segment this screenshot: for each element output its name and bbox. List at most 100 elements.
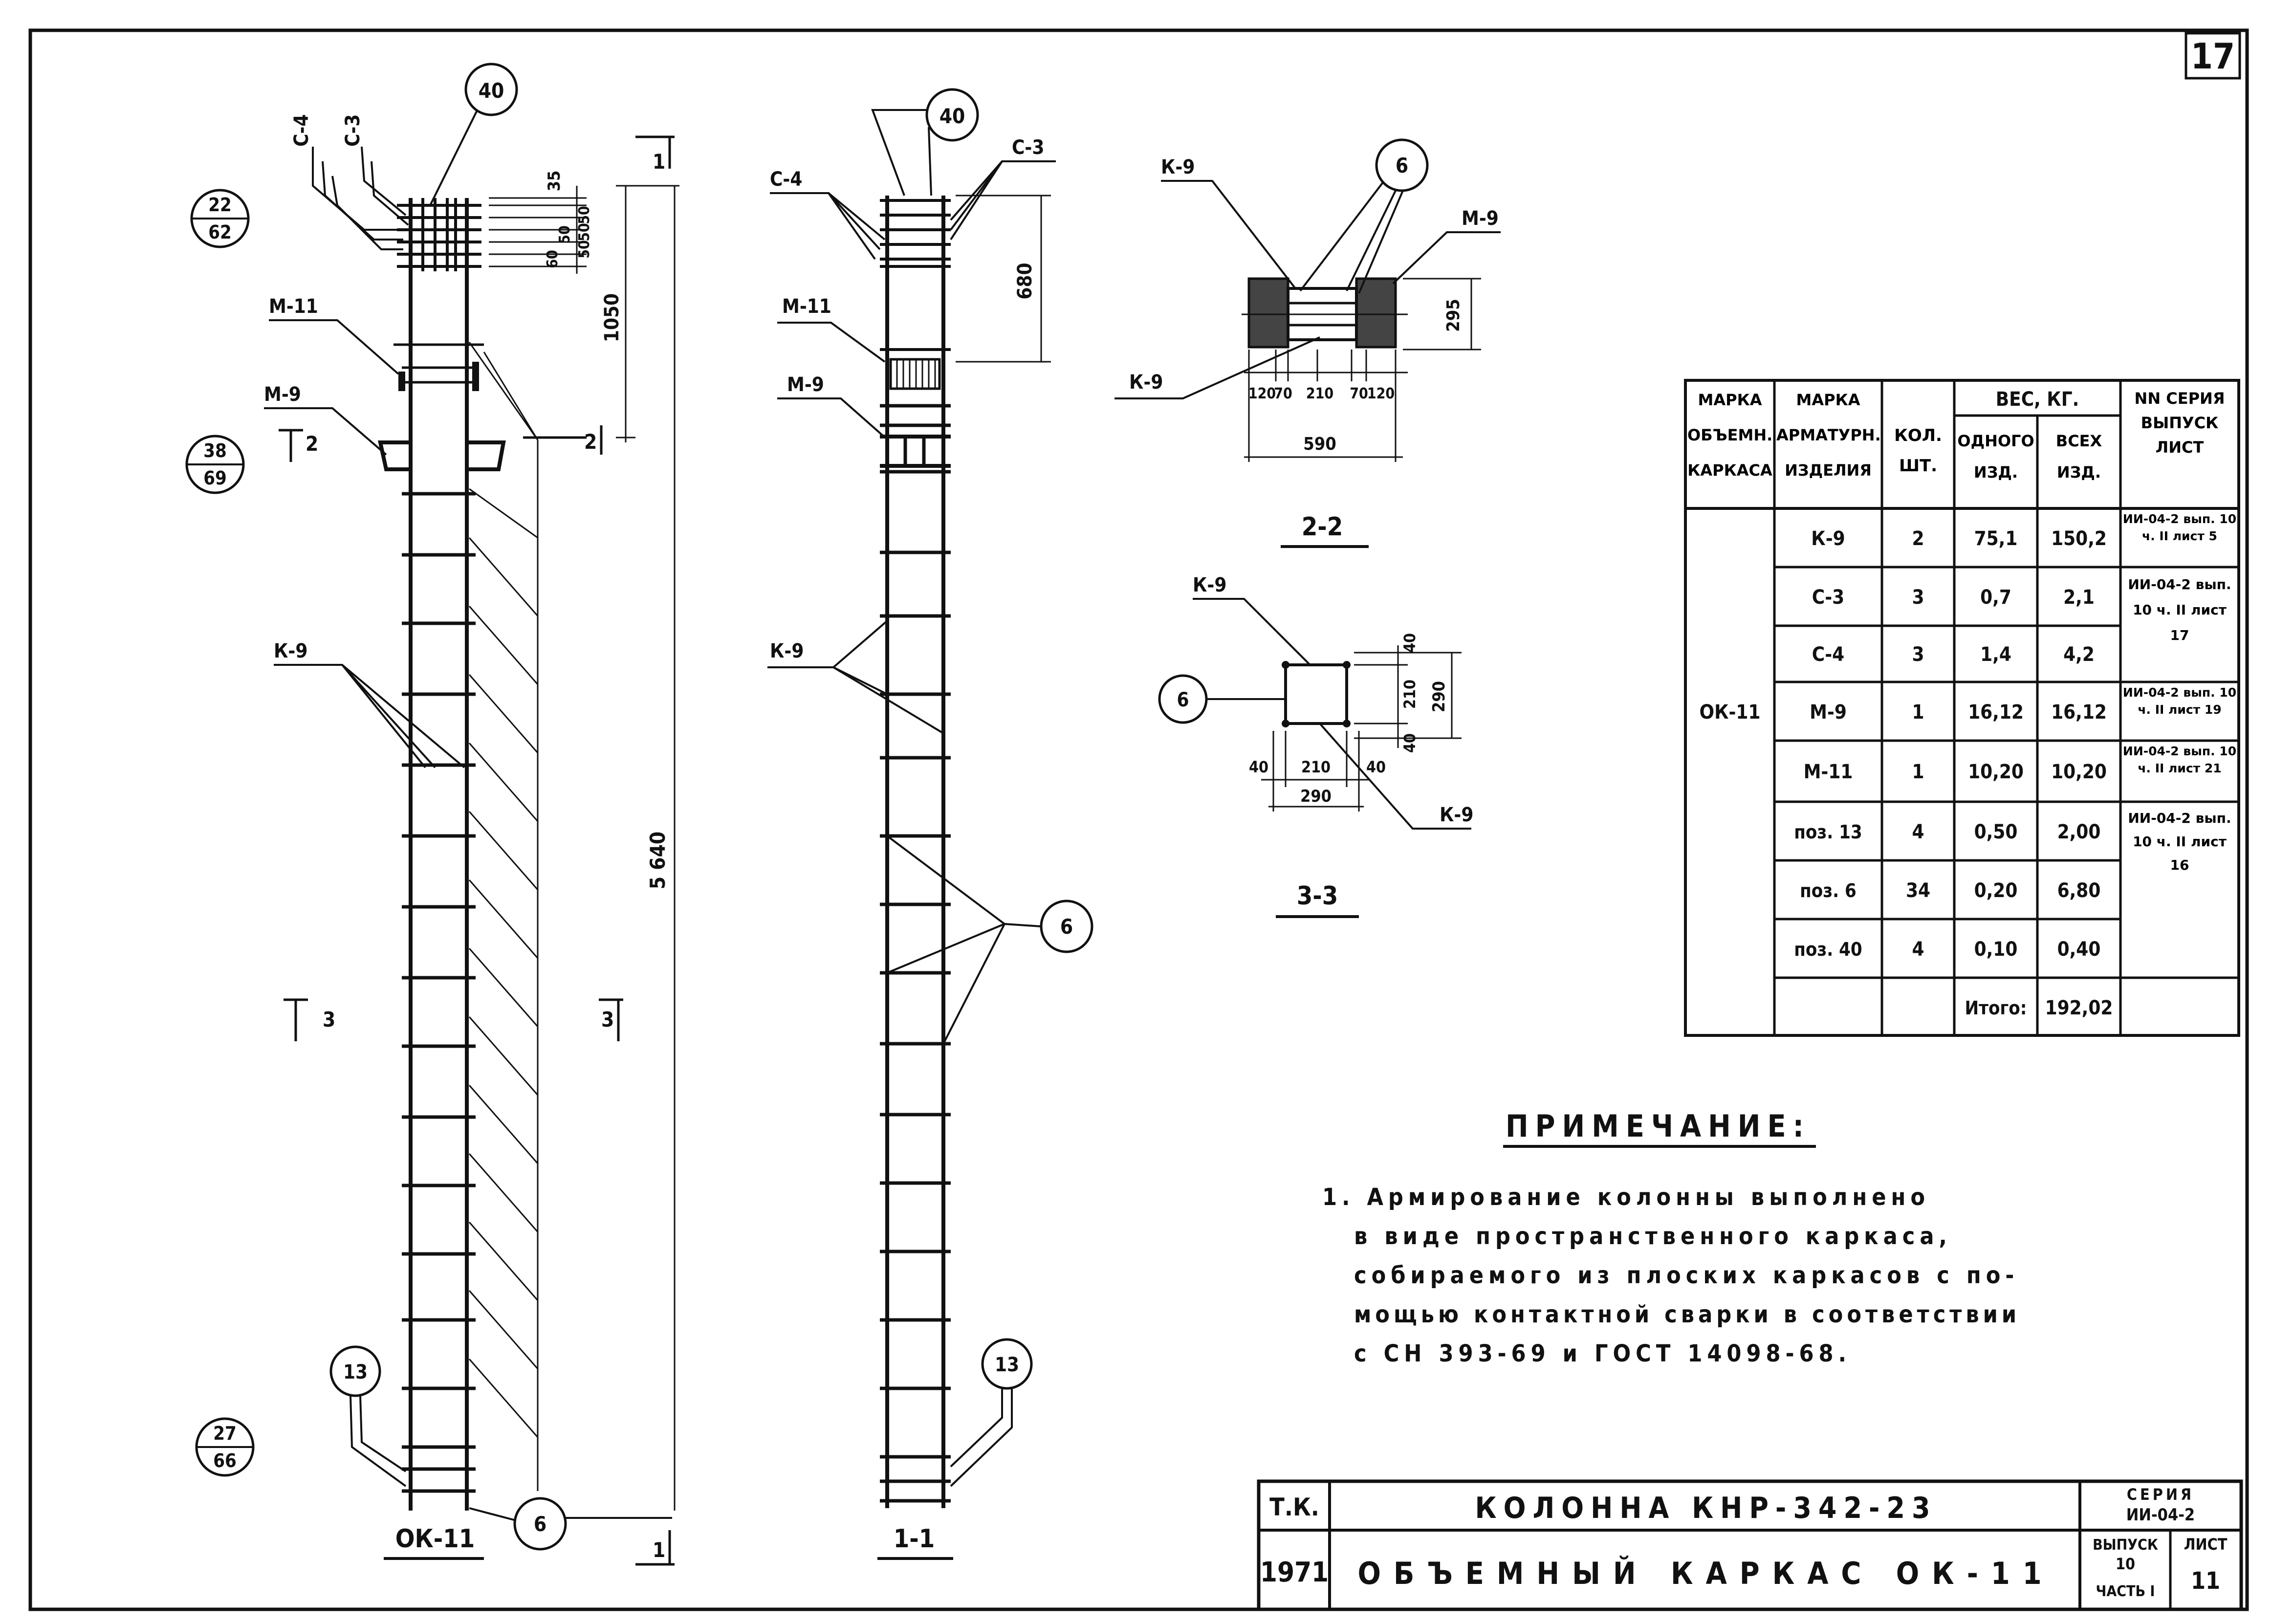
svg-text:0,7: 0,7 bbox=[1980, 586, 2011, 609]
svg-text:2,00: 2,00 bbox=[2057, 821, 2101, 843]
header-qty: КОЛ. ШТ. bbox=[1894, 426, 1942, 476]
dim-1050: 1050 bbox=[601, 293, 623, 342]
label-c3-left: С-3 bbox=[342, 114, 364, 147]
table-row: С-4 3 1,4 4,2 bbox=[1812, 643, 2095, 666]
cut-label-1-bottom: 1 bbox=[653, 1538, 665, 1562]
note-line-5: с СН 393-69 и ГОСТ 14098-68. bbox=[1354, 1340, 1851, 1367]
total-value: 192,02 bbox=[2045, 997, 2113, 1019]
dim-295: 295 bbox=[1443, 299, 1464, 332]
label-m11-left: М-11 bbox=[269, 295, 318, 318]
svg-text:3: 3 bbox=[1912, 643, 1924, 666]
svg-text:38: 38 bbox=[203, 440, 227, 461]
table-row: поз. 6 34 0,20 6,80 bbox=[1800, 879, 2100, 902]
dim-590: 590 bbox=[1303, 434, 1336, 454]
stirrups-1-1 bbox=[880, 404, 951, 1503]
title-year: 1971 bbox=[1260, 1557, 1329, 1588]
svg-text:34: 34 bbox=[1906, 879, 1930, 902]
dim-5640: 5 640 bbox=[646, 832, 670, 889]
svg-text:10,20: 10,20 bbox=[2051, 761, 2107, 783]
svg-text:С-3: С-3 bbox=[1812, 586, 1844, 609]
svg-text:6: 6 bbox=[534, 1512, 546, 1536]
note-line-1: 1. Армирование колонны выполнено bbox=[1322, 1184, 1930, 1211]
cut-label-3-left: 3 bbox=[323, 1008, 335, 1031]
svg-text:70: 70 bbox=[1350, 385, 1368, 402]
header-weight-all: ВСЕХ ИЗД. bbox=[2055, 432, 2102, 482]
table-row: поз. 40 4 0,10 0,40 bbox=[1794, 938, 2100, 961]
section-title-2-2: 2-2 bbox=[1302, 512, 1343, 542]
table-row: К-9 2 75,1 150,2 ИИ-04-2 вып. 10 ч. II л… bbox=[1811, 512, 2236, 550]
svg-text:1,4: 1,4 bbox=[1980, 643, 2011, 666]
dim-680: 680 bbox=[1014, 263, 1036, 299]
dim-290-v: 290 bbox=[1429, 681, 1449, 712]
label-m11-mid: М-11 bbox=[782, 295, 831, 318]
cut-label-1-top: 1 bbox=[653, 150, 665, 174]
svg-text:М-11: М-11 bbox=[1804, 761, 1853, 783]
svg-text:6: 6 bbox=[1177, 689, 1189, 711]
table-row: М-11 1 10,20 10,20 ИИ-04-2 вып. 10 ч. II… bbox=[1804, 744, 2237, 783]
section-2-2: К-9 К-9 М-9 6 120 70 210 bbox=[1114, 138, 1501, 548]
title-series-label: СЕРИЯ bbox=[2127, 1485, 2194, 1504]
svg-text:40: 40 bbox=[1366, 758, 1386, 776]
label-m9-left: М-9 bbox=[264, 383, 301, 406]
cut-label-2-right: 2 bbox=[584, 430, 597, 454]
header-mark-frame: МАРКА ОБЪЕМН. КАРКАСА bbox=[1687, 391, 1772, 480]
title-sheet-value: 11 bbox=[2191, 1567, 2220, 1595]
svg-text:50: 50 bbox=[556, 225, 573, 244]
svg-text:50: 50 bbox=[576, 206, 593, 224]
svg-text:10,20: 10,20 bbox=[1968, 761, 2024, 783]
stirrups-ok11 bbox=[402, 492, 476, 1493]
top-mesh-ok11 bbox=[397, 198, 481, 271]
sheet-number-box bbox=[2185, 32, 2241, 80]
svg-text:210: 210 bbox=[1301, 758, 1331, 776]
label-k9-22-bottom: К-9 bbox=[1129, 371, 1163, 394]
note-line-3: собираемого из плоских каркасов с по- bbox=[1354, 1262, 2019, 1289]
svg-text:С-4: С-4 bbox=[1812, 643, 1844, 666]
label-k9-mid: К-9 bbox=[770, 640, 804, 662]
ref-fraction-3: 27 66 bbox=[195, 1417, 255, 1477]
table-row: М-9 1 16,12 16,12 ИИ-04-2 вып. 10 ч. II … bbox=[1810, 685, 2236, 724]
svg-text:0,20: 0,20 bbox=[1974, 879, 2018, 902]
hatch-ok11 bbox=[468, 342, 539, 1491]
svg-text:0,40: 0,40 bbox=[2057, 938, 2101, 961]
svg-text:1: 1 bbox=[1912, 701, 1924, 724]
title-sheet-label: ЛИСТ bbox=[2184, 1535, 2228, 1554]
svg-text:120: 120 bbox=[1367, 385, 1395, 402]
svg-text:6: 6 bbox=[1060, 915, 1073, 939]
ref-fraction-1: 22 62 bbox=[190, 189, 250, 248]
svg-text:75,1: 75,1 bbox=[1974, 527, 2018, 550]
label-m9-mid: М-9 bbox=[787, 373, 824, 396]
label-k9-33-bottom: К-9 bbox=[1440, 804, 1473, 826]
svg-text:4,2: 4,2 bbox=[2063, 643, 2095, 666]
title-name: КОЛОННА КНР-342-23 bbox=[1475, 1491, 1937, 1525]
view-1-1: С-4 С-3 40 М-11 М-9 К-9 6 13 bbox=[767, 88, 1093, 1560]
header-weight-one: ОДНОГО ИЗД. bbox=[1957, 432, 2034, 482]
label-k9-left: К-9 bbox=[274, 640, 307, 662]
view-ok11: С-4 С-3 40 22 62 38 69 27 66 М-11 bbox=[185, 63, 679, 1566]
section-3-3: К-9 К-9 6 40 210 40 290 40 210 40 290 3-… bbox=[1158, 574, 1473, 918]
svg-text:66: 66 bbox=[213, 1450, 237, 1471]
note-block: ПРИМЕЧАНИЕ: 1. Армирование колонны выпол… bbox=[1322, 1108, 2019, 1367]
svg-text:69: 69 bbox=[203, 467, 227, 489]
svg-text:40: 40 bbox=[1249, 758, 1268, 776]
top-mesh-1-1 bbox=[880, 199, 951, 268]
svg-text:1: 1 bbox=[1912, 761, 1924, 783]
label-c3-mid: С-3 bbox=[1012, 136, 1044, 159]
svg-text:210: 210 bbox=[1306, 385, 1333, 402]
svg-text:6: 6 bbox=[1396, 154, 1408, 177]
cut-label-2-left: 2 bbox=[306, 432, 318, 456]
view-title-ok11: ОК-11 bbox=[395, 1524, 475, 1554]
m11-plate-1-1 bbox=[889, 358, 941, 390]
ref-pos-items: ИИ-04-2 вып. 10 ч. II лист 16 bbox=[2128, 810, 2231, 873]
svg-text:13: 13 bbox=[343, 1361, 368, 1383]
callout-40-left bbox=[464, 63, 518, 116]
svg-text:16,12: 16,12 bbox=[2051, 701, 2107, 724]
svg-text:4: 4 bbox=[1912, 821, 1924, 843]
svg-text:40: 40 bbox=[939, 104, 965, 128]
svg-text:4: 4 bbox=[1912, 938, 1924, 961]
section-title-3-3: 3-3 bbox=[1297, 881, 1338, 911]
svg-text:М-9: М-9 bbox=[1810, 701, 1847, 724]
svg-text:поз. 6: поз. 6 bbox=[1800, 880, 1857, 901]
svg-text:13: 13 bbox=[995, 1354, 1019, 1376]
svg-text:2,1: 2,1 bbox=[2063, 586, 2095, 609]
